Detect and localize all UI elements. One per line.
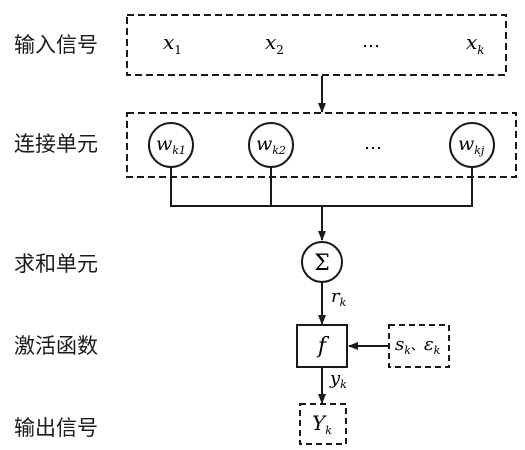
label-input-signal: 输入信号 — [14, 33, 98, 57]
weight-wkj-label: wkj — [458, 133, 485, 157]
connection-unit-box — [126, 112, 517, 178]
label-summation-unit: 求和单元 — [14, 252, 98, 276]
label-output-signal: 输出信号 — [14, 416, 98, 440]
weight-wk2-label: wk2 — [256, 133, 286, 157]
label-activation-function: 激活函数 — [14, 334, 98, 358]
activation-output-yk: yk — [329, 368, 347, 391]
weight-ellipsis: … — [364, 133, 382, 154]
sigma-symbol: Σ — [314, 251, 330, 276]
activation-function-box — [296, 324, 348, 368]
label-connection-unit: 连接单元 — [14, 132, 98, 156]
activation-params-label: sk、εk — [395, 334, 441, 357]
input-x2: x2 — [265, 30, 284, 57]
activation-params-box — [388, 324, 450, 368]
input-x1: x1 — [163, 30, 182, 57]
output-signal-box — [299, 403, 347, 445]
sum-output-rk: rk — [331, 286, 347, 309]
weight-wk1-label: wk1 — [156, 133, 186, 157]
input-signal-box — [126, 14, 507, 76]
weight-connector-lines — [170, 167, 473, 207]
input-ellipsis: … — [362, 31, 380, 52]
output-Yk: Yk — [312, 411, 332, 437]
input-xk: xk — [466, 30, 485, 57]
